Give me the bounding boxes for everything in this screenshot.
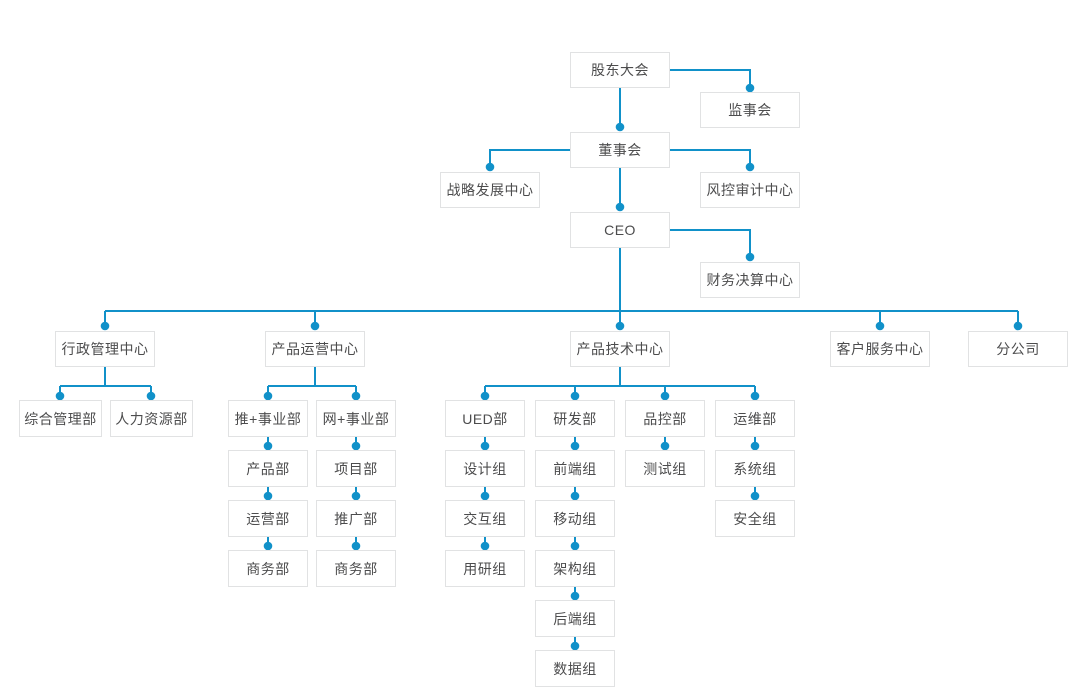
- node-tech-center: 产品技术中心: [570, 331, 670, 367]
- node-frontend-group: 前端组: [535, 450, 615, 487]
- node-ops-center: 产品运营中心: [265, 331, 365, 367]
- node-business-dept-wang: 商务部: [316, 550, 396, 587]
- node-service-center: 客户服务中心: [830, 331, 930, 367]
- node-wang-division: 网+事业部: [316, 400, 396, 437]
- node-admin-center: 行政管理中心: [55, 331, 155, 367]
- node-user-research-group: 用研组: [445, 550, 525, 587]
- node-testing-group: 测试组: [625, 450, 705, 487]
- node-finance-center: 财务决算中心: [700, 262, 800, 298]
- node-branch-office: 分公司: [968, 331, 1068, 367]
- node-security-group: 安全组: [715, 500, 795, 537]
- node-risk-audit-center: 风控审计中心: [700, 172, 800, 208]
- connector-paths: [59, 69, 1019, 646]
- node-general-admin-dept: 综合管理部: [19, 400, 102, 437]
- node-architecture-group: 架构组: [535, 550, 615, 587]
- node-ued-dept: UED部: [445, 400, 525, 437]
- node-interaction-group: 交互组: [445, 500, 525, 537]
- node-supervisory: 监事会: [700, 92, 800, 128]
- node-board: 董事会: [570, 132, 670, 168]
- node-ceo: CEO: [570, 212, 670, 248]
- node-mobile-group: 移动组: [535, 500, 615, 537]
- node-qc-dept: 品控部: [625, 400, 705, 437]
- node-om-dept: 运维部: [715, 400, 795, 437]
- node-rd-dept: 研发部: [535, 400, 615, 437]
- node-backend-group: 后端组: [535, 600, 615, 637]
- node-tui-division: 推+事业部: [228, 400, 308, 437]
- node-operation-dept: 运营部: [228, 500, 308, 537]
- node-data-group: 数据组: [535, 650, 615, 687]
- node-system-group: 系统组: [715, 450, 795, 487]
- node-strategy-center: 战略发展中心: [440, 172, 540, 208]
- connector-dots: [55, 83, 1023, 651]
- node-hr-dept: 人力资源部: [110, 400, 193, 437]
- node-product-dept: 产品部: [228, 450, 308, 487]
- node-project-dept: 项目部: [316, 450, 396, 487]
- node-shareholders: 股东大会: [570, 52, 670, 88]
- node-promotion-dept: 推广部: [316, 500, 396, 537]
- node-design-group: 设计组: [445, 450, 525, 487]
- node-business-dept-tui: 商务部: [228, 550, 308, 587]
